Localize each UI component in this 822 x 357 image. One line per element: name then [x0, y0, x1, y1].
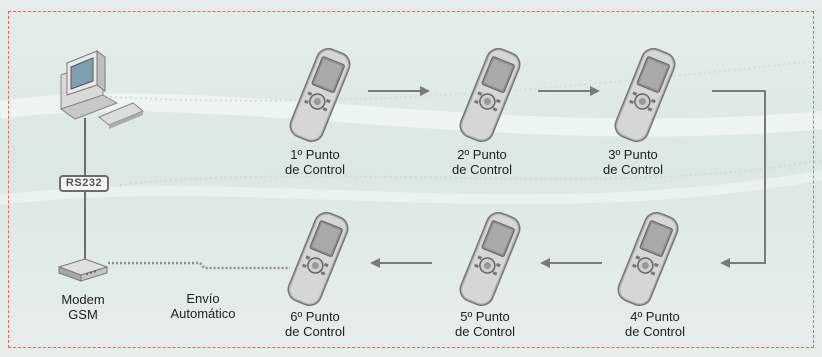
arrow-3-to-4 [712, 90, 766, 268]
checkpoint-label-6: 6º Punto de Control [285, 309, 345, 339]
checkpoint-label-1: 1º Punto de Control [285, 147, 345, 177]
handheld-device-icon [283, 206, 353, 312]
diagram-frame [8, 11, 814, 348]
handheld-device-icon [613, 206, 683, 312]
handheld-device-icon [455, 206, 525, 312]
modem-icon [57, 258, 109, 282]
checkpoint-label-2: 2º Punto de Control [452, 147, 512, 177]
handheld-device-icon [610, 42, 680, 148]
computer-icon [59, 50, 144, 129]
checkpoint-label-5: 5º Punto de Control [455, 309, 515, 339]
handheld-device-icon [455, 42, 525, 148]
modem-label: Modem GSM [61, 292, 105, 322]
rs232-label: RS232 [59, 175, 109, 192]
checkpoint-label-3: 3º Punto de Control [603, 147, 663, 177]
handheld-device-icon [285, 42, 355, 148]
automatic-send-link [108, 261, 290, 270]
automatic-send-label: Envío Automático [170, 291, 236, 321]
checkpoint-label-4: 4º Punto de Control [625, 309, 685, 339]
